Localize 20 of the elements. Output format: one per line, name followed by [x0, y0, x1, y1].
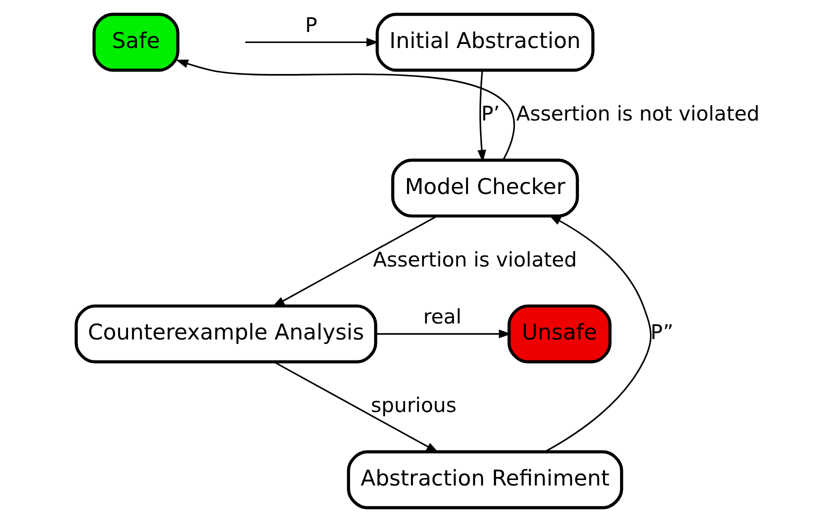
edge-label: P’	[480, 101, 500, 126]
arrow	[544, 214, 652, 452]
edge-label: Assertion is violated	[372, 247, 576, 272]
edge-label: real	[422, 304, 461, 329]
edge-label: P”	[650, 320, 673, 344]
arrow	[175, 60, 514, 160]
edge-label: spurious	[370, 393, 456, 418]
node-box: Safe	[92, 12, 179, 72]
node-box: Initial Abstraction	[375, 12, 594, 72]
arrow	[273, 361, 438, 453]
edge-label: Assertion is not violated	[516, 101, 760, 126]
node-box: Abstraction Refiniment	[346, 450, 623, 510]
node-box: Counterexample Analysis	[74, 304, 377, 364]
arrow	[244, 38, 378, 47]
arrow	[272, 215, 437, 307]
node-box: Model Checker	[390, 158, 578, 218]
edge-label: P	[304, 12, 317, 37]
arrow	[476, 70, 486, 162]
arrow	[376, 330, 511, 338]
node-box: Unsafe	[507, 304, 612, 364]
